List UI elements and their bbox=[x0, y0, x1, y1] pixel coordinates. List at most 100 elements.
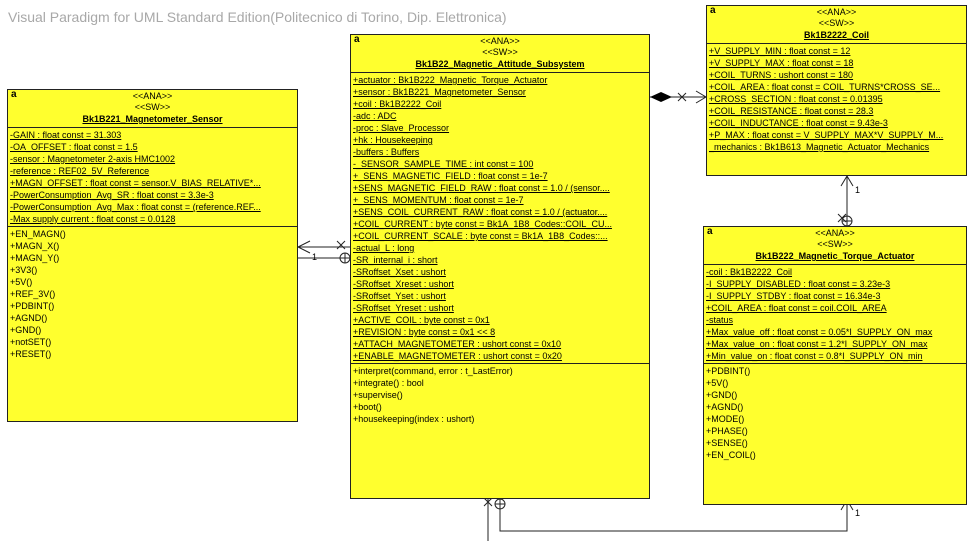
attribute-row[interactable]: -I_SUPPLY_STDBY : float const = 16.34e-3 bbox=[706, 291, 881, 301]
attribute-row[interactable]: +ACTIVE_COIL : byte const = 0x1 bbox=[353, 315, 490, 325]
attribute-row[interactable]: +actuator : Bk1B222_Magnetic_Torque_Actu… bbox=[353, 75, 548, 85]
stereotype-ana: <<ANA>> bbox=[480, 36, 520, 46]
attribute-row[interactable]: -GAIN : float const = 31.303 bbox=[10, 130, 122, 140]
operation-row[interactable]: +housekeeping(index : ushort) bbox=[353, 414, 475, 424]
attribute-row[interactable]: -_SENSOR_SAMPLE_TIME : int const = 100 bbox=[353, 159, 534, 169]
operation-row[interactable]: +integrate() : bool bbox=[353, 378, 424, 388]
stereotype-ana: <<ANA>> bbox=[132, 91, 173, 101]
operation-row[interactable]: +5V() bbox=[706, 378, 729, 388]
operation-row[interactable]: +5V() bbox=[10, 277, 33, 287]
attribute-row[interactable]: -OA_OFFSET : float const = 1.5 bbox=[10, 142, 138, 152]
operation-row[interactable]: +AGND() bbox=[10, 313, 48, 323]
attribute-row[interactable]: -proc : Slave_Processor bbox=[353, 123, 450, 133]
attribute-row[interactable]: -sensor : Magnetometer 2-axis HMC1002 bbox=[10, 154, 176, 164]
navigability-x-mark bbox=[336, 240, 346, 250]
operation-row[interactable]: +boot() bbox=[353, 402, 382, 412]
operation-row[interactable]: +SENSE() bbox=[706, 438, 748, 448]
stereotype-ana: <<ANA>> bbox=[816, 7, 857, 17]
attribute-row[interactable]: -SRoffset_Xreset : ushort bbox=[353, 279, 454, 289]
attribute-row[interactable]: +hk : Housekeeping bbox=[353, 135, 433, 145]
stereotype-sw: <<SW>> bbox=[482, 47, 518, 57]
attribute-row[interactable]: -SRoffset_Xset : ushort bbox=[353, 267, 446, 277]
attribute-row[interactable]: +P_MAX : float const = V_SUPPLY_MAX*V_SU… bbox=[709, 130, 944, 140]
operation-row[interactable]: +AGND() bbox=[706, 402, 744, 412]
attribute-row[interactable]: -buffers : Buffers bbox=[353, 147, 420, 157]
attribute-row[interactable]: +COIL_INDUCTANCE : float const = 9.43e-3 bbox=[709, 118, 888, 128]
operation-row[interactable]: +supervise() bbox=[353, 390, 403, 400]
attribute-row[interactable]: +V_SUPPLY_MIN : float const = 12 bbox=[709, 46, 851, 56]
attribute-row[interactable]: -SRoffset_Yset : ushort bbox=[353, 291, 446, 301]
class-corner-mark: a bbox=[11, 89, 17, 100]
multiplicity-actuator: 1 bbox=[855, 508, 861, 518]
attribute-row[interactable]: +SENS_MAGNETIC_FIELD_RAW : float const =… bbox=[353, 183, 610, 193]
stereotype-sw: <<SW>> bbox=[818, 18, 855, 28]
attribute-row[interactable]: -I_SUPPLY_DISABLED : float const = 3.23e… bbox=[706, 279, 891, 289]
class-magnetic-torque-actuator[interactable]: a <<ANA>> <<SW>> Bk1B222_Magnetic_Torque… bbox=[703, 226, 967, 505]
operation-row[interactable]: +MAGN_Y() bbox=[10, 253, 60, 263]
attribute-row[interactable]: -status bbox=[706, 315, 734, 325]
class-header: a <<ANA>> <<SW>> Bk1B221_Magnetometer_Se… bbox=[8, 90, 297, 128]
attribute-row[interactable]: -SRoffset_Yreset : ushort bbox=[353, 303, 454, 313]
operation-row[interactable]: +GND() bbox=[706, 390, 738, 400]
attribute-row[interactable]: +CROSS_SECTION : float const = 0.01395 bbox=[709, 94, 883, 104]
operation-compartment: +EN_MAGN() +MAGN_X() +MAGN_Y() +3V3() +5V() +… bbox=[8, 227, 297, 361]
class-header: a <<ANA>> <<SW>> Bk1B2222_Coil bbox=[707, 6, 966, 44]
operation-row[interactable]: +GND() bbox=[10, 325, 42, 335]
attribute-row[interactable]: +_SENS_MOMENTUM : float const = 1e-7 bbox=[353, 195, 524, 205]
class-corner-mark: a bbox=[707, 226, 713, 237]
operation-row[interactable]: +MAGN_X() bbox=[10, 241, 60, 251]
attribute-row[interactable]: +COIL_CURRENT_SCALE : byte const = Bk1A_… bbox=[353, 231, 608, 241]
attribute-compartment: -GAIN : float const = 31.303 -OA_OFFSET :… bbox=[8, 128, 297, 227]
attribute-row[interactable]: +SENS_COIL_CURRENT_RAW : float const = 1… bbox=[353, 207, 608, 217]
operation-row[interactable]: +REF_3V() bbox=[10, 289, 56, 299]
operation-row[interactable]: +EN_COIL() bbox=[706, 450, 756, 460]
operation-row[interactable]: +interpret(command, error : t_LastError) bbox=[353, 366, 513, 376]
attribute-row[interactable]: +COIL_CURRENT : byte const = Bk1A_1B8_Co… bbox=[353, 219, 612, 229]
operation-row[interactable]: +PDBINT() bbox=[10, 301, 55, 311]
attribute-row[interactable]: +V_SUPPLY_MAX : float const = 18 bbox=[709, 58, 854, 68]
class-name: Bk1B2222_Coil bbox=[803, 30, 870, 40]
multiplicity-sensor: 1 bbox=[312, 252, 318, 262]
attribute-row[interactable]: +sensor : Bk1B221_Magnetometer_Sensor bbox=[353, 87, 526, 97]
navigability-x-mark bbox=[837, 213, 847, 223]
operation-row[interactable]: +PDBINT() bbox=[706, 366, 751, 376]
operation-row[interactable]: +MODE() bbox=[706, 414, 745, 424]
attribute-row[interactable]: +coil : Bk1B2222_Coil bbox=[353, 99, 442, 109]
attribute-row[interactable]: +Max_value_off : float const = 0.05*I_SU… bbox=[706, 327, 933, 337]
class-corner-mark: a bbox=[710, 5, 716, 16]
attribute-row[interactable]: -PowerConsumption_Avg_Max : float const … bbox=[10, 202, 261, 212]
class-coil[interactable]: a <<ANA>> <<SW>> Bk1B2222_Coil +V_SUPPLY… bbox=[706, 5, 967, 176]
attribute-row[interactable]: -Max supply current : float const = 0.01… bbox=[10, 214, 176, 224]
class-magnetometer-sensor[interactable]: a <<ANA>> <<SW>> Bk1B221_Magnetometer_Se… bbox=[7, 89, 298, 422]
stereotype-sw: <<SW>> bbox=[817, 239, 853, 249]
attribute-row[interactable]: _mechanics : Bk1B613_Magnetic_Actuator_M… bbox=[709, 142, 930, 152]
attribute-row[interactable]: -SR_internal_i : short bbox=[353, 255, 438, 265]
attribute-row[interactable]: -reference : REF02_5V_Reference bbox=[10, 166, 150, 176]
attribute-row[interactable]: +_SENS_MAGNETIC_FIELD : float const = 1e… bbox=[353, 171, 548, 181]
attribute-row[interactable]: +Min_value_on : float const = 0.8*I_SUPP… bbox=[706, 351, 923, 361]
attribute-row[interactable]: -coil : Bk1B2222_Coil bbox=[706, 267, 793, 277]
attribute-row[interactable]: +MAGN_OFFSET : float const = sensor.V_BI… bbox=[10, 178, 261, 188]
operation-row[interactable]: +RESET() bbox=[10, 349, 52, 359]
operation-row[interactable]: +notSET() bbox=[10, 337, 52, 347]
operation-row[interactable]: +EN_MAGN() bbox=[10, 229, 66, 239]
operation-row[interactable]: +PHASE() bbox=[706, 426, 748, 436]
attribute-row[interactable]: +COIL_AREA : float const = coil.COIL_ARE… bbox=[706, 303, 887, 313]
attribute-row[interactable]: +REVISION : byte const = 0x1 << 8 bbox=[353, 327, 496, 337]
attribute-row[interactable]: +ATTACH_MAGNETOMETER : ushort const = 0x… bbox=[353, 339, 562, 349]
attribute-row[interactable]: -adc : ADC bbox=[353, 111, 397, 121]
class-header: a <<ANA>> <<SW>> Bk1B22_Magnetic_Attitud… bbox=[351, 35, 649, 73]
arrow-head bbox=[296, 240, 311, 254]
attribute-row[interactable]: +COIL_RESISTANCE : float const = 28.3 bbox=[709, 106, 874, 116]
attribute-row[interactable]: -PowerConsumption_Avg_SR : float const =… bbox=[10, 190, 214, 200]
attribute-row[interactable]: -actual_L : long bbox=[353, 243, 415, 253]
stereotype-sw: <<SW>> bbox=[134, 102, 171, 112]
attribute-row[interactable]: +Max_value_on : float const = 1.2*I_SUPP… bbox=[706, 339, 928, 349]
arrow-head bbox=[840, 175, 854, 187]
attribute-row[interactable]: +ENABLE_MAGNETOMETER : ushort const = 0x… bbox=[353, 351, 562, 361]
attribute-row[interactable]: +COIL_TURNS : ushort const = 180 bbox=[709, 70, 854, 80]
class-magnetic-attitude-subsystem[interactable]: a <<ANA>> <<SW>> Bk1B22_Magnetic_Attitud… bbox=[350, 34, 650, 499]
attribute-row[interactable]: +COIL_AREA : float const = COIL_TURNS*CR… bbox=[709, 82, 941, 92]
operation-row[interactable]: +3V3() bbox=[10, 265, 38, 275]
